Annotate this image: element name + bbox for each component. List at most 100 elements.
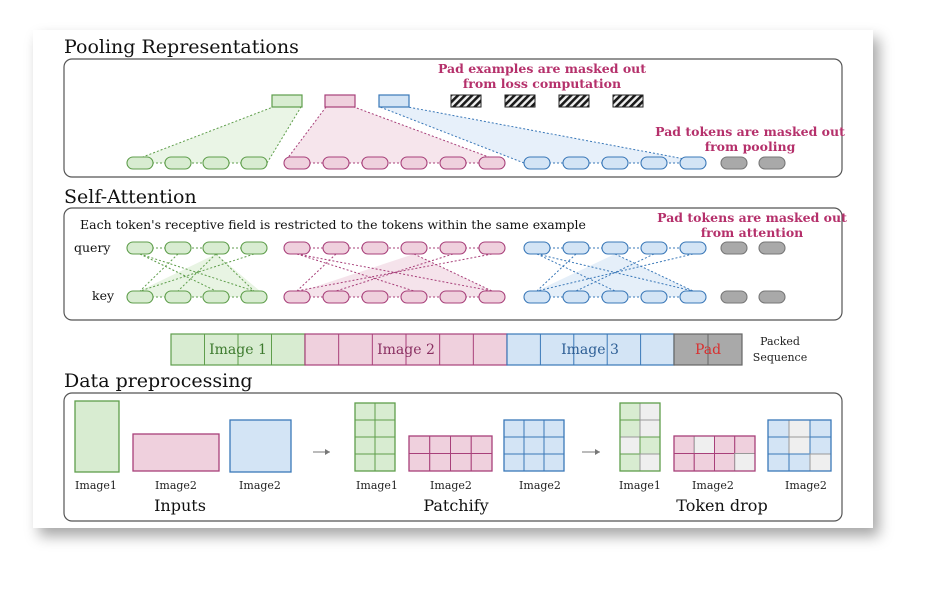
query-blue-token-1 (523, 241, 551, 255)
receptive-field-text: Each token's receptive field is restrict… (80, 217, 586, 232)
patchify-caption: Patchify (423, 496, 488, 515)
patchify-image1-patch-3 (354, 419, 376, 438)
preprocessing-diagram (74, 400, 832, 473)
tokendrop-image1-patch-4 (639, 419, 661, 438)
pool-pink-token-3 (361, 156, 389, 170)
tokendrop-image3-patch-7 (767, 453, 790, 472)
patchify-image1-patch-7 (354, 453, 376, 472)
tokendrop-image1-patch-6 (639, 436, 661, 455)
key-pad-token-2 (758, 290, 786, 304)
key-blue-token-2 (562, 290, 590, 304)
pad-tokens-pooling-note-line2: from pooling (705, 139, 796, 154)
patchify-image1-patch-4 (374, 419, 396, 438)
attn-pink-edge-3 (296, 253, 337, 292)
pad-example-4 (612, 94, 644, 108)
pad-tokens-pooling-note-line1: Pad tokens are masked out (655, 124, 845, 139)
key-blue-token-5 (679, 290, 707, 304)
key-green-token-3 (202, 290, 230, 304)
tokendrop-image2-outline (673, 435, 756, 472)
patchify-image3-patch-4 (503, 436, 525, 455)
tokendrop-image2-patch-7 (714, 453, 736, 472)
pad-example-3 (558, 94, 590, 108)
tokendrop-image2-patch-2 (693, 435, 715, 454)
patchify-image2-patch-2 (429, 435, 451, 454)
patchify-image1-outline (354, 402, 396, 472)
packed-label-line2: Sequence (753, 351, 807, 364)
attn-green-field (127, 254, 267, 297)
tokendrop-image1-patch-8 (639, 453, 661, 472)
query-label: query (74, 240, 111, 255)
query-pink-token-1 (283, 241, 311, 255)
tokendrop-image2-patch-6 (693, 453, 715, 472)
pool-green-token-3 (202, 156, 230, 170)
pad-example-1 (450, 94, 482, 108)
pooled-blue-embedding (378, 94, 410, 108)
input-image3 (229, 419, 292, 473)
tokendrop-image2-patch-3 (714, 435, 736, 454)
patchify-image3-label: Image2 (519, 479, 561, 492)
attn-pink-edge-2 (296, 253, 493, 292)
query-pad-token-1 (720, 241, 748, 255)
patchify-image2-patch-3 (450, 435, 472, 454)
inputs-image3-label: Image2 (239, 479, 281, 492)
pool-pink-token-6 (478, 156, 506, 170)
inputs-caption: Inputs (154, 496, 206, 515)
attn-green-edge-4 (215, 253, 255, 292)
pool-blue-cone (380, 107, 706, 163)
input-image1 (74, 400, 120, 473)
query-blue-token-4 (640, 241, 668, 255)
patchify-image2-patch-4 (470, 435, 493, 454)
query-pink-token-3 (361, 241, 389, 255)
pooling-panel (63, 58, 843, 178)
packed-sequence (170, 333, 743, 366)
attn-pink-field (284, 254, 505, 297)
pool-blue-token-4 (640, 156, 668, 170)
process-arrowhead-2 (595, 449, 600, 455)
pool-pad-token-2 (758, 156, 786, 170)
pool-green-edge-right (266, 106, 302, 164)
patchify-image1-label: Image1 (356, 479, 398, 492)
tokendrop-image3-patch-3 (809, 419, 832, 438)
key-pink-token-4 (400, 290, 428, 304)
pad-example-2 (504, 94, 536, 108)
key-blue-token-3 (601, 290, 629, 304)
preprocessing-panel (63, 392, 843, 522)
patchify-image2-outline (408, 435, 493, 472)
pool-blue-token-2 (562, 156, 590, 170)
patchify-image1-patch-1 (354, 402, 376, 421)
patchify-image3-patch-5 (523, 436, 545, 455)
tokendrop-image1-patch-1 (619, 402, 641, 421)
query-green-token-4 (240, 241, 268, 255)
key-blue-token-4 (640, 290, 668, 304)
query-green-token-3 (202, 241, 230, 255)
query-pink-token-5 (439, 241, 467, 255)
tokendrop-image3-patch-6 (809, 436, 832, 455)
pad-examples-note-line2: from loss computation (463, 76, 621, 91)
query-pink-token-4 (400, 241, 428, 255)
key-pink-token-2 (322, 290, 350, 304)
key-pink-token-6 (478, 290, 506, 304)
query-green-token-2 (164, 241, 192, 255)
pool-green-cone (127, 107, 301, 163)
patchify-image3-outline (503, 419, 565, 472)
tokendrop-image1-patch-2 (639, 402, 661, 421)
tokendrop-caption: Token drop (676, 496, 767, 515)
pool-pink-token-4 (400, 156, 428, 170)
tokendrop-image3-patch-5 (788, 436, 811, 455)
patchify-image1-patch-8 (374, 453, 396, 472)
attn-blue-edge-2 (536, 253, 694, 292)
pool-pink-token-1 (283, 156, 311, 170)
key-green-token-1 (126, 290, 154, 304)
query-green-token-1 (126, 241, 154, 255)
pool-pink-cone (284, 107, 505, 163)
patchify-image3-patch-7 (503, 453, 525, 472)
query-blue-token-5 (679, 241, 707, 255)
attn-green-edge-6 (177, 253, 217, 292)
query-blue-token-2 (562, 241, 590, 255)
tokendrop-image3-patch-4 (767, 436, 790, 455)
pool-blue-token-3 (601, 156, 629, 170)
attn-pink-edge-5 (296, 253, 415, 292)
tokendrop-image1-patch-3 (619, 419, 641, 438)
tokendrop-image3-patch-8 (788, 453, 811, 472)
